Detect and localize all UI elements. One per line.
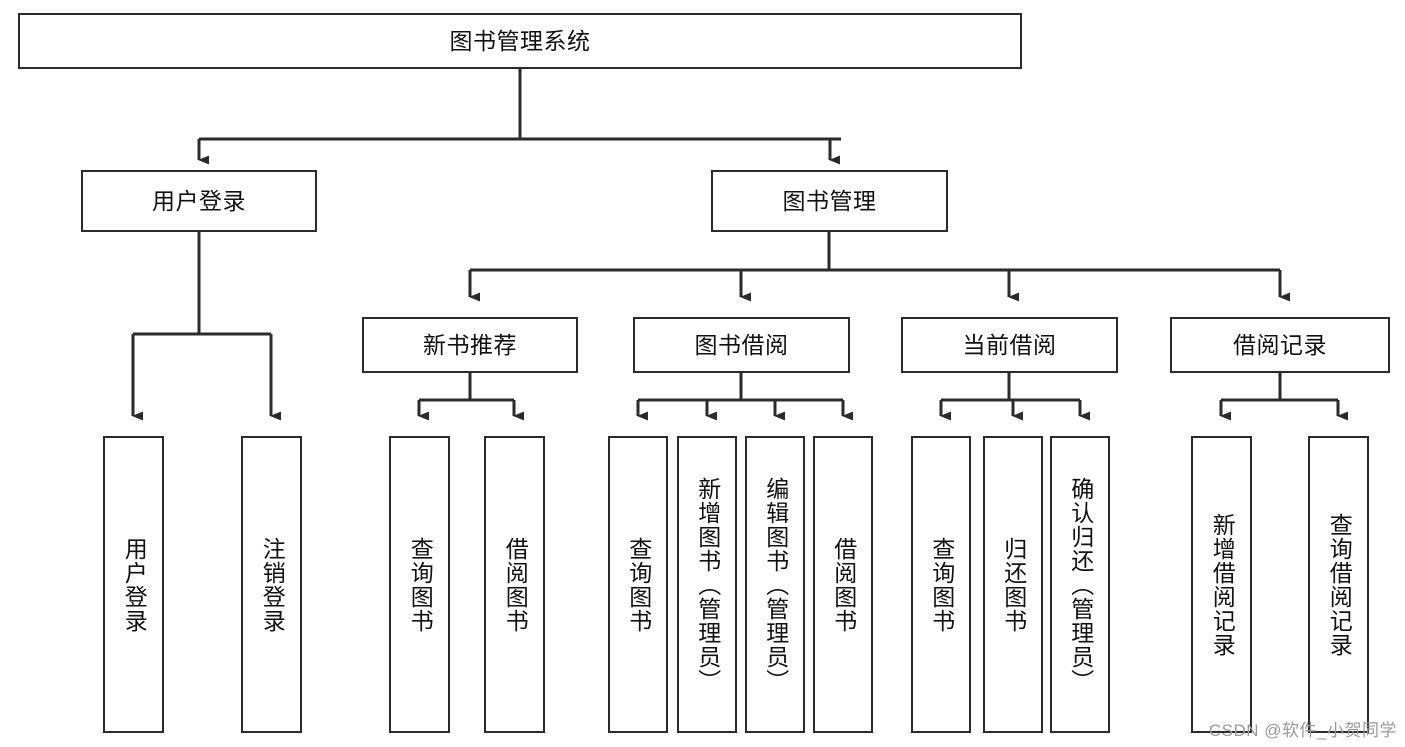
- node-borrow-record-label: 借阅记录: [1233, 331, 1327, 358]
- node-book-manage-label: 图书管理: [782, 187, 877, 214]
- node-new-book-rec[interactable]: 新书推荐: [362, 317, 578, 373]
- node-borrow-record[interactable]: 借阅记录: [1170, 317, 1390, 373]
- node-leaf-borrow-book-b-label: 借阅图书: [830, 536, 857, 633]
- node-leaf-borrow-book-rec[interactable]: 借阅图书: [484, 436, 545, 733]
- node-book-manage[interactable]: 图书管理: [711, 170, 948, 232]
- node-leaf-add-record[interactable]: 新增借阅记录: [1191, 436, 1252, 733]
- node-new-book-rec-label: 新书推荐: [423, 331, 517, 358]
- csdn-watermark: CSDN @软件_小贺同学: [1208, 721, 1397, 740]
- node-root-label: 图书管理系统: [449, 27, 591, 54]
- node-leaf-query-book-b-label: 查询图书: [625, 536, 652, 633]
- node-leaf-query-record[interactable]: 查询借阅记录: [1308, 436, 1369, 733]
- node-leaf-query-book-rec[interactable]: 查询图书: [389, 436, 450, 733]
- node-leaf-query-record-label: 查询借阅记录: [1326, 512, 1353, 657]
- node-leaf-logout-label: 注销登录: [259, 536, 286, 633]
- node-leaf-edit-book-label: 编辑图书（管理员）: [762, 476, 789, 693]
- node-leaf-user-login[interactable]: 用户登录: [103, 436, 164, 733]
- node-book-borrow-label: 图书借阅: [694, 331, 789, 358]
- node-user-login-label: 用户登录: [152, 187, 246, 214]
- node-leaf-query-book-c[interactable]: 查询图书: [911, 436, 971, 733]
- node-leaf-return-book-label: 归还图书: [1000, 536, 1027, 633]
- node-leaf-return-book[interactable]: 归还图书: [983, 436, 1043, 733]
- node-book-borrow[interactable]: 图书借阅: [633, 317, 850, 373]
- node-root[interactable]: 图书管理系统: [18, 13, 1022, 69]
- node-leaf-borrow-book-rec-label: 借阅图书: [502, 536, 529, 633]
- node-leaf-confirm-return[interactable]: 确认归还（管理员）: [1050, 436, 1110, 733]
- node-leaf-query-book-b[interactable]: 查询图书: [608, 436, 668, 733]
- node-leaf-logout[interactable]: 注销登录: [241, 436, 302, 733]
- node-leaf-add-record-label: 新增借阅记录: [1209, 512, 1236, 657]
- node-leaf-query-book-rec-label: 查询图书: [407, 536, 434, 633]
- node-leaf-add-book-label: 新增图书（管理员）: [694, 476, 721, 693]
- node-leaf-borrow-book-b[interactable]: 借阅图书: [813, 436, 873, 733]
- node-leaf-user-login-label: 用户登录: [121, 536, 148, 633]
- node-leaf-confirm-return-label: 确认归还（管理员）: [1067, 476, 1094, 693]
- node-current-borrow[interactable]: 当前借阅: [901, 317, 1118, 373]
- node-leaf-query-book-c-label: 查询图书: [928, 536, 955, 633]
- node-current-borrow-label: 当前借阅: [962, 331, 1057, 358]
- node-user-login[interactable]: 用户登录: [81, 170, 317, 232]
- node-leaf-add-book[interactable]: 新增图书（管理员）: [677, 436, 737, 733]
- node-leaf-edit-book[interactable]: 编辑图书（管理员）: [745, 436, 805, 733]
